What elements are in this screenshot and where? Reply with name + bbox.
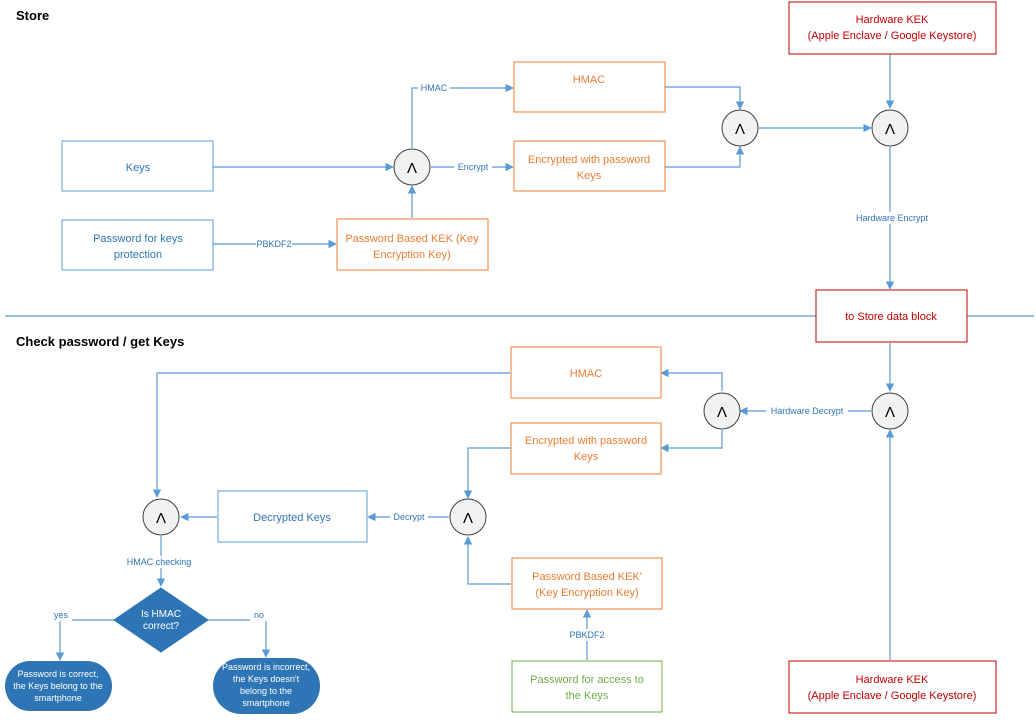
result-incorrect-line4: smartphone	[242, 698, 290, 708]
check-decrypted-box: Decrypted Keys	[217, 490, 368, 543]
svg-text:Λ: Λ	[885, 404, 895, 421]
result-correct: Password is correct, the Keys belong to …	[5, 661, 112, 711]
store-hmac-box: HMAC	[513, 61, 666, 113]
check-encrypted-line2: Keys	[574, 451, 599, 463]
store-encrypted-line2: Keys	[577, 170, 602, 182]
edge-op5-to-hmac	[660, 368, 723, 391]
edge-label-hardware-encrypt: Hardware Encrypt	[856, 213, 929, 223]
result-correct-line2: the Keys belong to the	[13, 681, 103, 691]
svg-text:Λ: Λ	[885, 121, 895, 138]
result-incorrect-line3: belong to the	[240, 686, 292, 696]
result-correct-line3: smartphone	[34, 693, 82, 703]
check-decrypted-label: Decrypted Keys	[253, 512, 331, 524]
edge-label-hmac-checking: HMAC checking	[127, 557, 192, 567]
edge-encrypted-to-op2	[665, 146, 745, 168]
edge-op1-to-hmac	[411, 83, 514, 148]
svg-text:Λ: Λ	[717, 404, 727, 421]
check-pbkek-box: Password Based KEK' (Key Encryption Key)	[511, 557, 663, 610]
check-op-combine-4: Λ	[871, 392, 909, 430]
store-encrypted-box: Encrypted with password Keys	[513, 140, 666, 192]
check-edge-labels: Hardware Decrypt Decrypt PBKDF2 HMAC che…	[50, 405, 848, 641]
store-hmac-label: HMAC	[573, 74, 605, 86]
check-op-combine-7: Λ	[142, 498, 180, 536]
result-correct-line1: Password is correct,	[17, 669, 98, 679]
edge-pbkek-to-op6	[463, 536, 511, 585]
edge-label-no: no	[254, 610, 264, 620]
result-incorrect-line2: the Keys doesn't	[233, 674, 300, 684]
check-encrypted-line1: Encrypted with password	[525, 435, 647, 447]
store-pbkek-line1: Password Based KEK (Key	[345, 233, 479, 245]
check-hmac-label: HMAC	[570, 368, 602, 380]
store-data-block-box: to Store data block	[815, 289, 968, 343]
result-incorrect-line1: Password is incorrect,	[222, 662, 310, 672]
edge-op5-to-encrypted	[660, 430, 723, 453]
store-op-combine-2: Λ	[721, 109, 759, 147]
check-password-line2: the Keys	[566, 690, 609, 702]
result-incorrect: Password is incorrect, the Keys doesn't …	[213, 658, 320, 714]
check-password-box: Password for access to the Keys	[511, 660, 663, 713]
store-keys-label: Keys	[126, 162, 151, 174]
store-hardware-kek-box: Hardware KEK (Apple Enclave / Google Key…	[788, 1, 997, 55]
edge-label-hardware-decrypt: Hardware Decrypt	[771, 406, 844, 416]
check-pbkek-line1: Password Based KEK'	[532, 571, 642, 583]
edge-label-pbkdf2: PBKDF2	[256, 239, 291, 249]
store-password-line2: protection	[114, 249, 162, 261]
store-op-combine-1: Λ	[393, 148, 431, 186]
svg-text:Λ: Λ	[156, 510, 166, 527]
store-data-block-label: to Store data block	[845, 311, 937, 323]
store-pbkek-line2: Encryption Key)	[373, 249, 451, 261]
check-password-line1: Password for access to	[530, 674, 644, 686]
edge-label-yes: yes	[54, 610, 69, 620]
store-password-line1: Password for keys	[93, 233, 183, 245]
section-title-store: Store	[16, 8, 49, 23]
check-op-combine-5: Λ	[703, 392, 741, 430]
store-edge-labels: HMAC Encrypt PBKDF2 Hardware Encrypt	[256, 82, 935, 250]
store-op-combine-3: Λ	[871, 109, 909, 147]
check-encrypted-box: Encrypted with password Keys	[510, 422, 662, 475]
edge-label-hmac: HMAC	[421, 83, 448, 93]
store-hardware-kek-line1: Hardware KEK	[856, 14, 929, 26]
edge-hmac-to-op2	[665, 86, 745, 110]
edge-decision-no	[208, 619, 271, 658]
store-hardware-kek-line2: (Apple Enclave / Google Keystore)	[808, 30, 977, 42]
section-title-check: Check password / get Keys	[16, 334, 184, 349]
check-hardware-kek-line1: Hardware KEK	[856, 674, 929, 686]
decision-line2: correct?	[143, 621, 180, 632]
check-hardware-kek-line2: (Apple Enclave / Google Keystore)	[808, 690, 977, 702]
store-pbkek-box: Password Based KEK (Key Encryption Key)	[336, 218, 489, 271]
check-op-combine-6: Λ	[449, 498, 487, 536]
edge-decision-yes	[55, 619, 114, 661]
check-hardware-kek-box: Hardware KEK (Apple Enclave / Google Key…	[788, 660, 997, 714]
store-encrypted-line1: Encrypted with password	[528, 154, 650, 166]
svg-text:Λ: Λ	[407, 160, 417, 177]
edge-hmac-to-op7	[152, 372, 510, 498]
svg-text:Λ: Λ	[735, 121, 745, 138]
store-keys-box: Keys	[61, 140, 214, 192]
edge-label-pbkdf2: PBKDF2	[569, 630, 604, 640]
check-pbkek-line2: (Key Encryption Key)	[535, 587, 638, 599]
hmac-decision: Is HMAC correct?	[113, 587, 209, 653]
store-password-box: Password for keys protection	[61, 219, 214, 271]
decision-line1: Is HMAC	[141, 609, 181, 620]
check-hmac-box: HMAC	[510, 346, 662, 399]
edge-encrypted-to-op6	[463, 447, 511, 499]
edge-label-encrypt: Encrypt	[458, 162, 489, 172]
edge-label-decrypt: Decrypt	[393, 512, 425, 522]
svg-text:Λ: Λ	[463, 510, 473, 527]
